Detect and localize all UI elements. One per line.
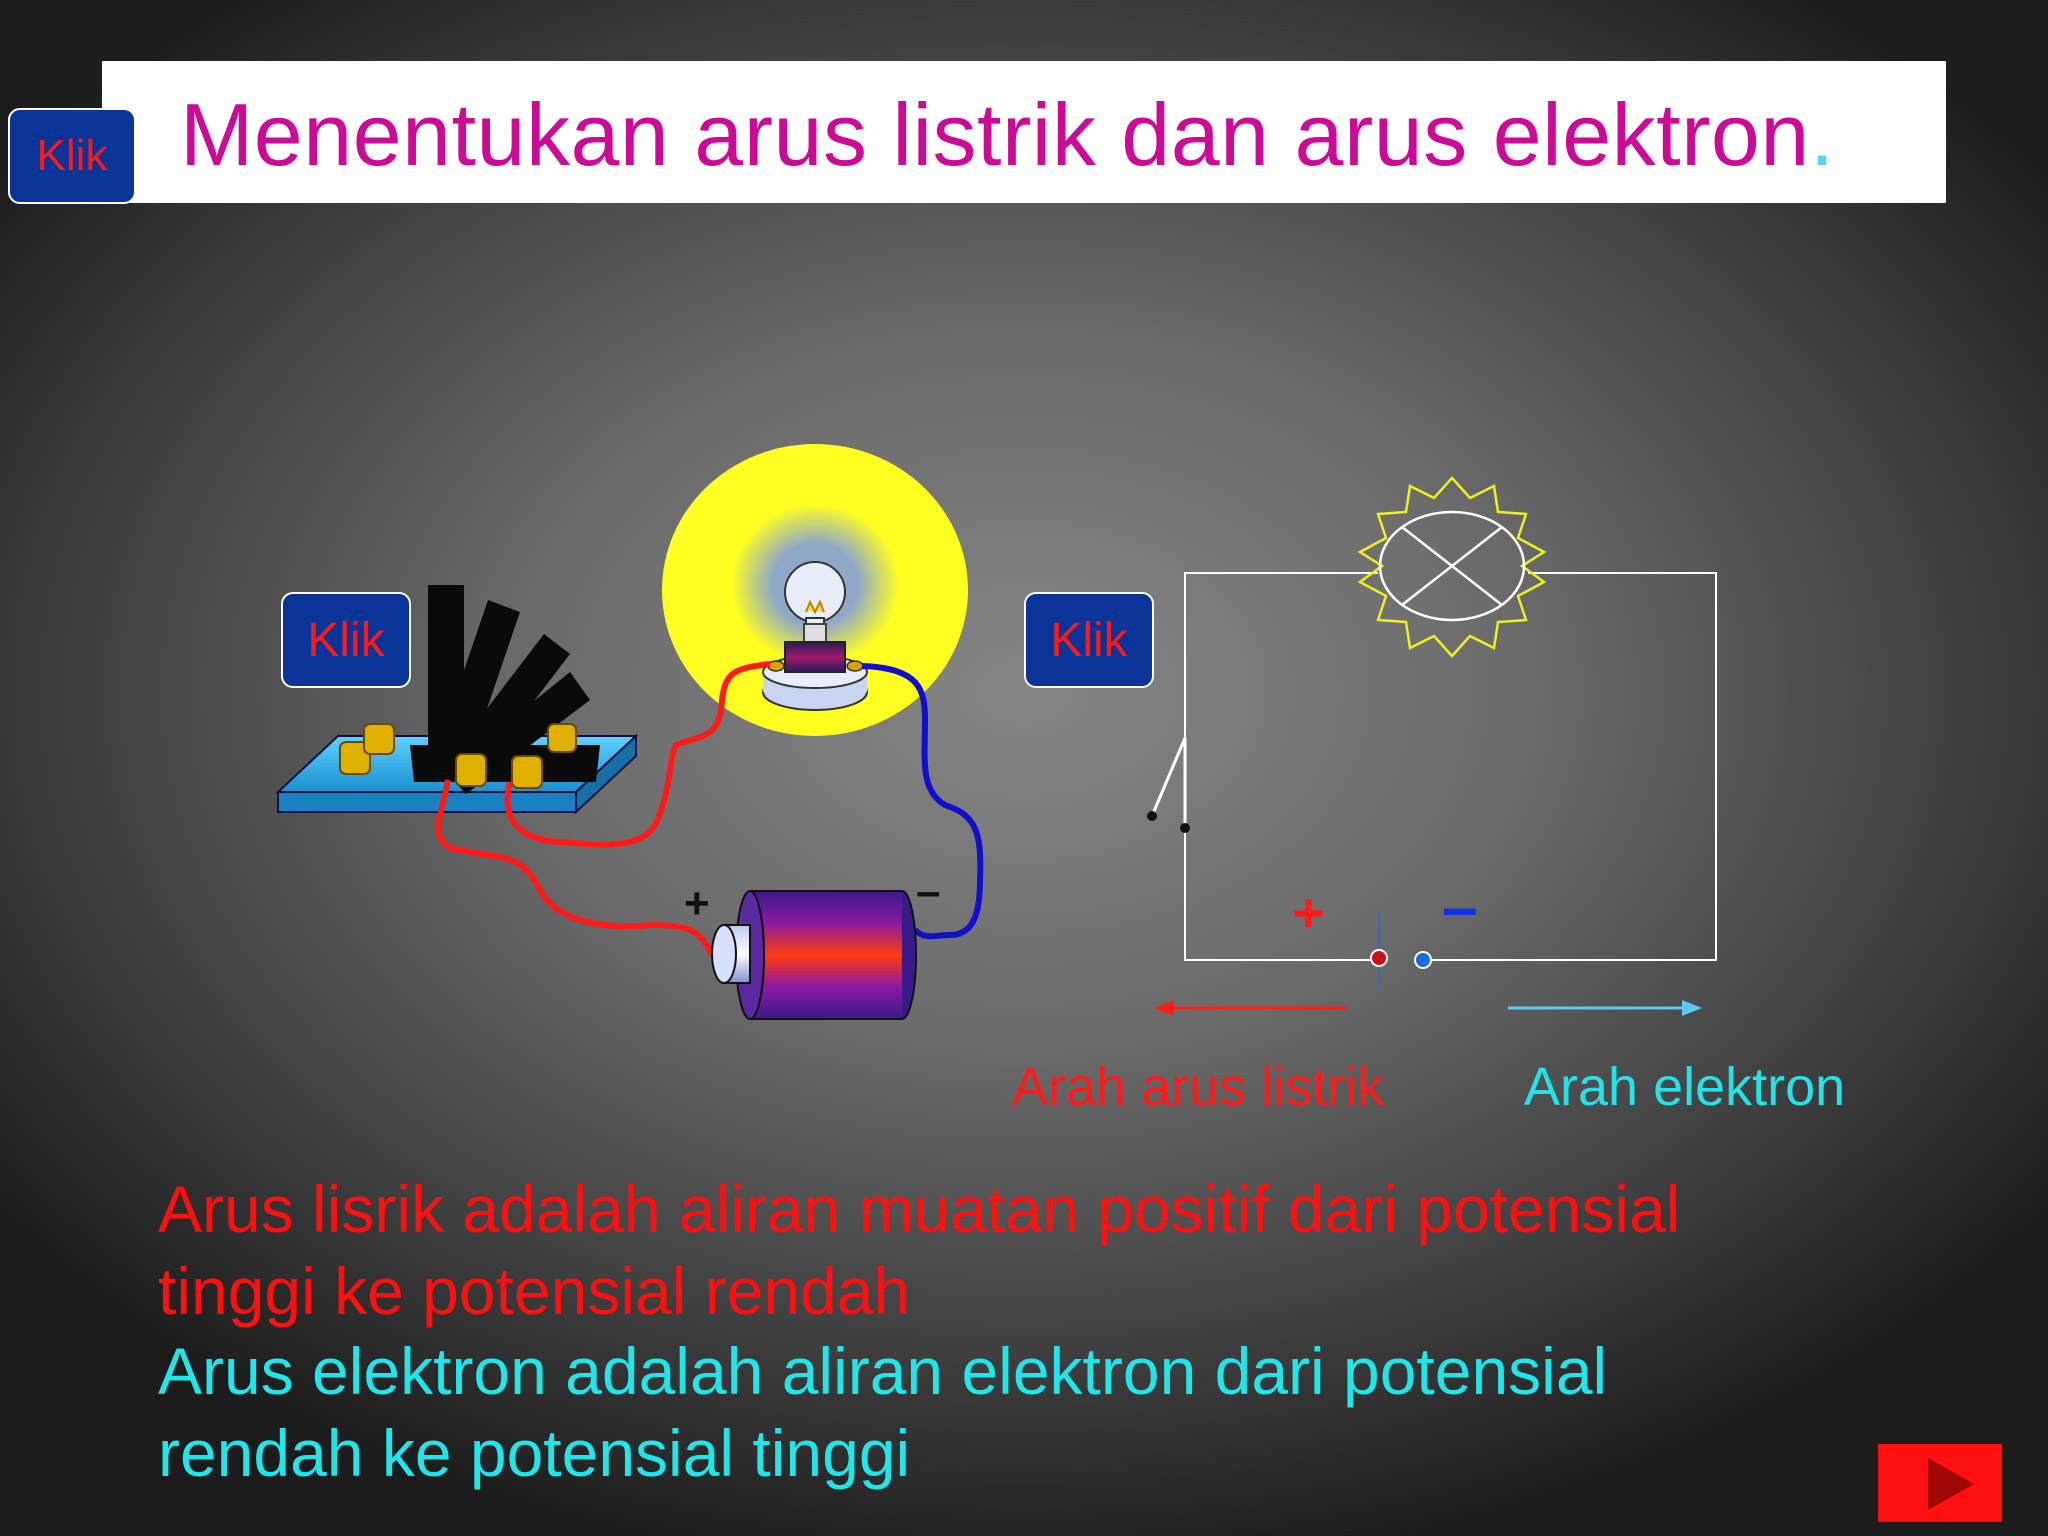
title-text: Menentukan arus listrik dan arus elektro… — [180, 85, 1810, 184]
electron-direction-arrow — [1508, 1000, 1702, 1016]
current-definition: Arus lisrik adalah aliran muatan positif… — [158, 1168, 1958, 1332]
electron-definition-line2: rendah ke potensial tinggi — [158, 1416, 911, 1490]
switch-symbol — [1147, 737, 1190, 833]
light-bulb-icon — [784, 561, 846, 643]
lamp-symbol-icon — [1357, 476, 1547, 658]
klik-button-circuit[interactable]: Klik — [1024, 592, 1154, 688]
positive-wire — [435, 779, 715, 957]
electron-direction-label: Arah elektron — [1524, 1057, 1846, 1117]
electron-definition-line1: Arus elektron adalah aliran elektron dar… — [158, 1334, 1608, 1408]
circuit-plus-sign: + — [1292, 881, 1325, 944]
battery-icon — [711, 890, 917, 1020]
current-direction-label: Arah arus listrik — [1012, 1057, 1385, 1117]
current-direction-arrow — [1154, 1000, 1346, 1016]
next-slide-button[interactable] — [1878, 1444, 2002, 1522]
play-triangle-icon — [1928, 1458, 1974, 1510]
bulb-socket — [762, 641, 868, 711]
cell-symbol — [1370, 912, 1432, 990]
title-period: . — [1809, 85, 1835, 184]
negative-wire — [861, 663, 984, 940]
positive-wire-2 — [504, 661, 771, 848]
title-bar — [102, 61, 1946, 203]
electron-definition: Arus elektron adalah aliran elektron dar… — [158, 1330, 1958, 1494]
battery-minus-sign: – — [916, 867, 940, 916]
klik-button-illustration[interactable]: Klik — [281, 592, 411, 688]
page-title: Menentukan arus listrik dan arus elektro… — [180, 80, 1835, 190]
switch-board — [275, 585, 639, 815]
battery-plus-sign: + — [684, 879, 710, 928]
circuit-minus-sign: – — [1442, 871, 1478, 943]
klik-button-title[interactable]: Klik — [8, 108, 136, 204]
current-definition-line2: tinggi ke potensial rendah — [158, 1254, 911, 1328]
current-definition-line1: Arus lisrik adalah aliran muatan positif… — [158, 1172, 1681, 1246]
